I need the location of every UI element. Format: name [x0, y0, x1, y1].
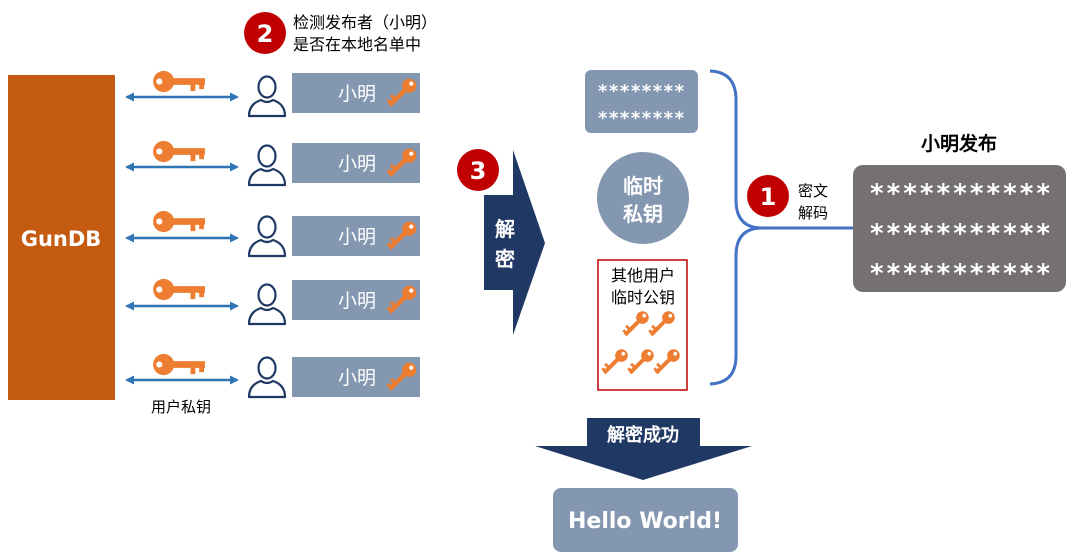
- step-2-badge: [244, 12, 286, 54]
- user-row: 小明: [125, 353, 420, 399]
- step-2-text-line-1: 检测发布者（小明）: [293, 13, 437, 32]
- step-1-text-line-2: 解码: [798, 204, 828, 222]
- gundb-block: GunDB: [8, 75, 115, 400]
- user-name: 小明: [338, 290, 376, 312]
- user-name-box: [292, 280, 420, 320]
- other-public-keys-box: 其他用户 临时公钥: [597, 259, 688, 391]
- user-row: 小明: [125, 210, 420, 258]
- step-1-badge: [747, 175, 789, 217]
- ciphertext-box: ******** ********: [585, 70, 698, 133]
- temp-private-key: 临时 私钥: [597, 152, 689, 244]
- user-icon: [247, 75, 287, 118]
- result-label: Hello World!: [568, 509, 722, 534]
- publisher-block: 小明发布 *********** *********** ***********: [853, 132, 1066, 292]
- publisher-line-3: ***********: [870, 259, 1050, 289]
- gundb-rect: [8, 75, 115, 400]
- step-2-text-line-2: 是否在本地名单中: [293, 35, 421, 54]
- key-icon: [153, 140, 205, 163]
- result-rect: [553, 488, 738, 552]
- step-1-text-line-1: 密文: [798, 182, 828, 200]
- user-name-box: [292, 73, 420, 113]
- key-icon: [153, 278, 205, 301]
- user-private-key-label: 用户私钥: [151, 398, 211, 416]
- user-row: 小明: [125, 278, 420, 326]
- decrypt-success-arrow: 解密成功: [535, 418, 752, 480]
- user-name: 小明: [338, 83, 376, 105]
- decrypt-arrow-char-1: 解: [495, 217, 515, 241]
- ciphertext-line-1: ********: [598, 81, 685, 102]
- user-name: 小明: [338, 367, 376, 389]
- result-box: Hello World!: [553, 488, 738, 552]
- temp-private-key-circle: [597, 152, 689, 244]
- bracket-connector: [709, 69, 855, 386]
- decrypt-success-shape: [535, 418, 752, 480]
- user-name-box: [292, 143, 420, 183]
- temp-private-key-line-2: 私钥: [623, 202, 663, 226]
- other-public-keys-rect: [597, 259, 688, 391]
- user-icon: [247, 356, 287, 399]
- ciphertext-rect: [585, 70, 698, 133]
- user-row: 小明: [125, 140, 420, 187]
- user-name: 小明: [338, 153, 376, 175]
- user-icon: [247, 215, 287, 258]
- key-icon: [153, 210, 205, 233]
- step-2-number: 2: [257, 20, 274, 48]
- decrypt-success-label: 解密成功: [607, 424, 679, 446]
- step-3-decrypt-arrow: 解 密 3: [457, 149, 545, 335]
- user-icon: [247, 144, 287, 187]
- ciphertext-line-2: ********: [598, 108, 685, 129]
- user-name-box: [292, 216, 420, 256]
- publisher-box: [853, 165, 1066, 292]
- step-3-number: 3: [470, 157, 487, 185]
- key-icon: [153, 353, 205, 376]
- temp-private-key-line-1: 临时: [623, 174, 663, 198]
- step-2: 2 检测发布者（小明） 是否在本地名单中: [244, 12, 437, 54]
- user-icon: [247, 283, 287, 326]
- step-1-number: 1: [760, 183, 777, 211]
- user-row: 小明: [125, 70, 420, 118]
- user-name: 小明: [338, 226, 376, 248]
- gundb-label: GunDB: [21, 227, 102, 251]
- publisher-line-1: ***********: [870, 179, 1050, 209]
- decrypt-arrow-char-2: 密: [495, 247, 515, 271]
- user-name-box: [292, 357, 420, 397]
- publisher-title: 小明发布: [921, 132, 997, 155]
- step-1: 1 密文 解码: [747, 175, 828, 222]
- step-3-badge: [457, 149, 499, 191]
- other-public-keys-line-1: 其他用户: [611, 266, 675, 285]
- key-icon: [153, 70, 205, 93]
- publisher-line-2: ***********: [870, 219, 1050, 249]
- decrypt-arrow-shape: [484, 150, 545, 335]
- other-public-keys-line-2: 临时公钥: [611, 288, 675, 307]
